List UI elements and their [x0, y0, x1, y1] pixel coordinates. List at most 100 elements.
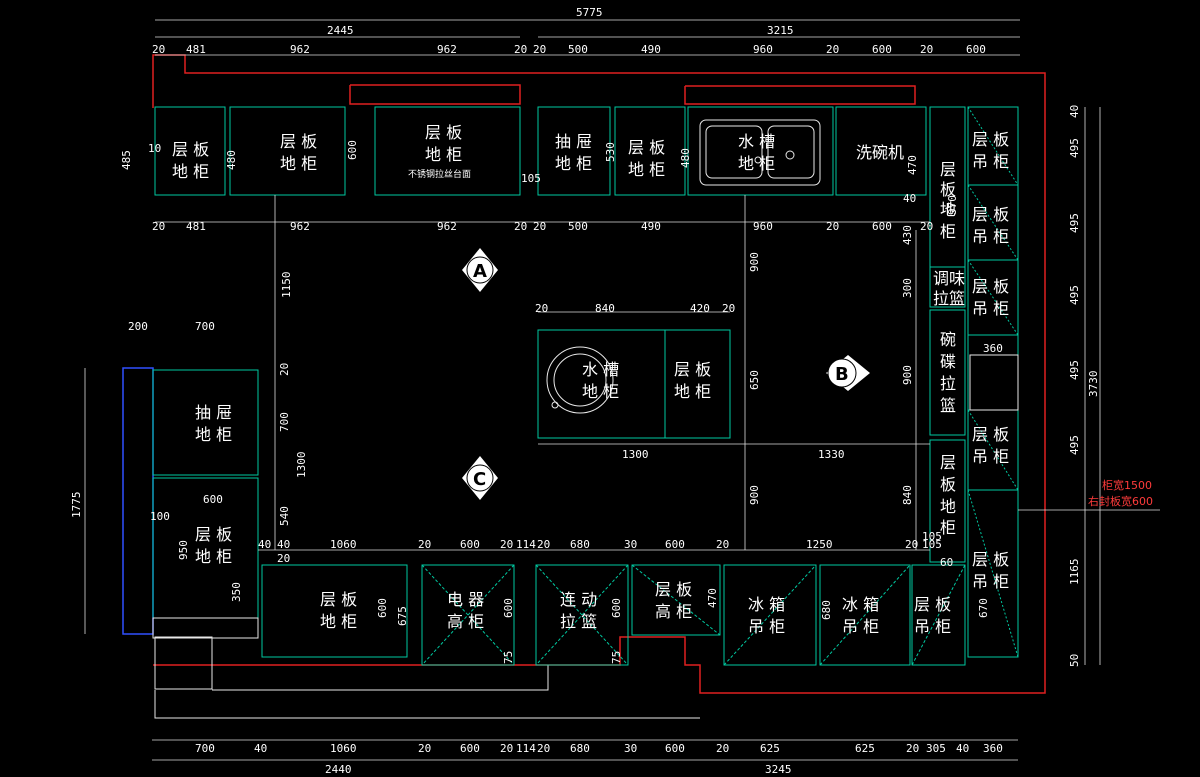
svg-text:水 槽: 水 槽	[738, 132, 775, 151]
svg-text:900: 900	[748, 485, 761, 505]
dim-top-right: 3215	[767, 24, 794, 37]
svg-text:1300: 1300	[295, 452, 308, 479]
svg-text:抽 屉: 抽 屉	[555, 132, 592, 151]
note-side-panel: 右封板宽600	[1088, 494, 1153, 508]
svg-text:960: 960	[753, 43, 773, 56]
sink-drain-icon-2	[754, 156, 762, 164]
svg-text:950: 950	[177, 540, 190, 560]
svg-text:拉篮: 拉篮	[933, 289, 965, 308]
svg-text:20: 20	[277, 552, 290, 565]
svg-text:层 板: 层 板	[972, 550, 1009, 569]
svg-text:600: 600	[460, 538, 480, 551]
svg-text:600: 600	[665, 742, 685, 755]
svg-text:40: 40	[254, 742, 267, 755]
wall-bottom	[154, 690, 700, 719]
cab-bottom-4	[631, 564, 721, 636]
svg-text:3730: 3730	[1087, 371, 1100, 398]
svg-text:篮: 篮	[940, 396, 956, 415]
svg-text:50: 50	[1068, 654, 1081, 667]
svg-text:600: 600	[665, 538, 685, 551]
wall-bottom2	[212, 665, 549, 691]
cab-top-2	[229, 106, 346, 196]
svg-text:420: 420	[690, 302, 710, 315]
svg-text:调味: 调味	[933, 269, 965, 288]
svg-text:114: 114	[516, 538, 536, 551]
blue-wall-left	[122, 367, 154, 635]
svg-text:30: 30	[624, 538, 637, 551]
svg-text:20: 20	[500, 538, 513, 551]
svg-text:C: C	[473, 469, 486, 490]
svg-text:600: 600	[872, 43, 892, 56]
cab-bottom-2	[421, 564, 515, 666]
svg-text:20: 20	[716, 538, 729, 551]
svg-text:层: 层	[940, 160, 956, 179]
svg-text:20: 20	[533, 43, 546, 56]
svg-text:拉: 拉	[940, 374, 956, 393]
svg-text:地 柜: 地 柜	[425, 145, 462, 164]
cab-bottom-3	[535, 564, 629, 666]
svg-text:高 柜: 高 柜	[655, 602, 692, 621]
svg-text:600: 600	[460, 742, 480, 755]
svg-text:20: 20	[418, 538, 431, 551]
svg-text:530: 530	[604, 142, 617, 162]
svg-text:10: 10	[148, 142, 161, 155]
note-cabinet-width: 柜宽1500	[1102, 478, 1152, 492]
svg-text:20: 20	[905, 538, 918, 551]
dim-bottom-left: 2440	[325, 763, 352, 776]
svg-text:970: 970	[946, 195, 959, 215]
svg-text:地 柜: 地 柜	[320, 612, 357, 631]
svg-text:490: 490	[641, 220, 661, 233]
svg-text:900: 900	[748, 252, 761, 272]
view-marker-b: B	[826, 355, 870, 391]
red-wall-niche	[349, 84, 521, 105]
svg-text:430: 430	[901, 225, 914, 245]
svg-text:40: 40	[956, 742, 969, 755]
svg-text:40: 40	[277, 538, 290, 551]
svg-text:层 板: 层 板	[972, 130, 1009, 149]
svg-text:地 柜: 地 柜	[195, 425, 232, 444]
svg-text:700: 700	[195, 742, 215, 755]
svg-text:地 柜: 地 柜	[555, 154, 592, 173]
svg-text:20: 20	[152, 43, 165, 56]
svg-text:1300: 1300	[622, 448, 649, 461]
svg-text:20: 20	[533, 220, 546, 233]
svg-text:20: 20	[906, 742, 919, 755]
svg-text:层: 层	[940, 453, 956, 472]
cab-top-4	[537, 106, 611, 196]
svg-text:20: 20	[514, 43, 527, 56]
svg-text:1775: 1775	[70, 492, 83, 519]
svg-text:1165: 1165	[1068, 559, 1081, 586]
svg-text:495: 495	[1068, 360, 1081, 380]
svg-text:地 柜: 地 柜	[674, 382, 711, 401]
svg-text:20: 20	[826, 220, 839, 233]
svg-text:层 板: 层 板	[655, 580, 692, 599]
svg-text:700: 700	[195, 320, 215, 333]
svg-text:105: 105	[521, 172, 541, 185]
svg-text:20: 20	[722, 302, 735, 315]
svg-text:650: 650	[748, 370, 761, 390]
svg-text:600: 600	[203, 493, 223, 506]
svg-text:40: 40	[1068, 105, 1081, 118]
svg-text:地 柜: 地 柜	[172, 162, 209, 181]
svg-text:层 板: 层 板	[425, 123, 462, 142]
countertop-note: 不锈钢拉丝台面	[408, 168, 471, 180]
svg-text:地: 地	[940, 200, 956, 219]
svg-text:40: 40	[903, 192, 916, 205]
svg-text:拉 篮: 拉 篮	[560, 612, 597, 631]
svg-text:柜: 柜	[940, 518, 956, 537]
svg-text:75: 75	[502, 651, 515, 664]
dim-bottom-right: 3245	[765, 763, 792, 776]
svg-text:B: B	[835, 364, 849, 385]
svg-text:305: 305	[926, 742, 946, 755]
svg-text:481: 481	[186, 220, 206, 233]
svg-text:1330: 1330	[818, 448, 845, 461]
svg-text:柜: 柜	[940, 222, 956, 241]
svg-text:20: 20	[514, 220, 527, 233]
svg-text:20: 20	[716, 742, 729, 755]
svg-text:层 板: 层 板	[195, 525, 232, 544]
svg-text:200: 200	[128, 320, 148, 333]
svg-text:500: 500	[568, 220, 588, 233]
svg-text:481: 481	[186, 43, 206, 56]
cab-bottom-6	[819, 564, 911, 666]
